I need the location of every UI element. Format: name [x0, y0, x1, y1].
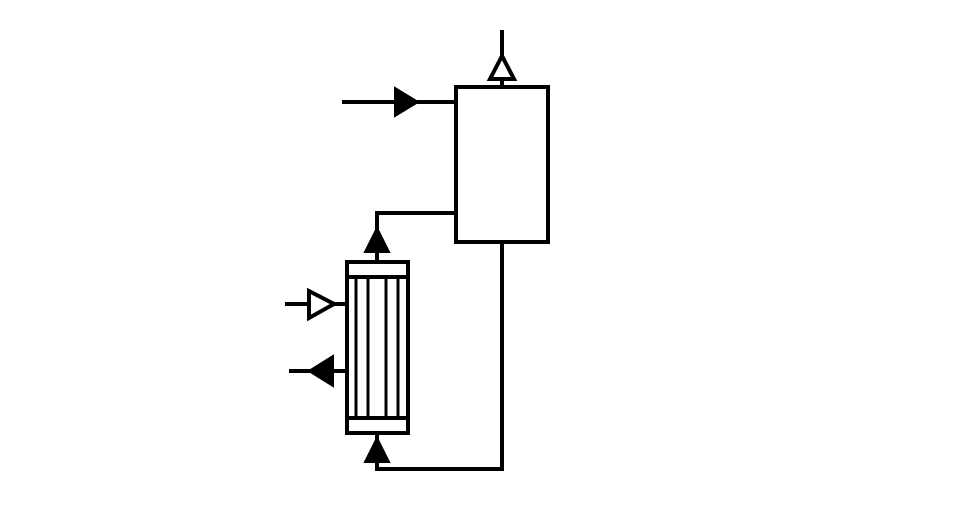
return-inlet-arrow-icon [363, 435, 391, 463]
vessel [454, 85, 550, 244]
heating-medium-inlet-arrow-icon [307, 354, 334, 388]
heat-exchanger-tubes [354, 277, 400, 418]
exchanger-to-vessel-arrow-icon [363, 225, 391, 253]
feed-inlet-arrow-icon [394, 86, 420, 118]
heating-medium-outlet-arrow-icon [307, 287, 339, 322]
vapor-outlet-arrow-icon [486, 51, 518, 81]
exchanger-to-vessel-line [375, 211, 456, 262]
